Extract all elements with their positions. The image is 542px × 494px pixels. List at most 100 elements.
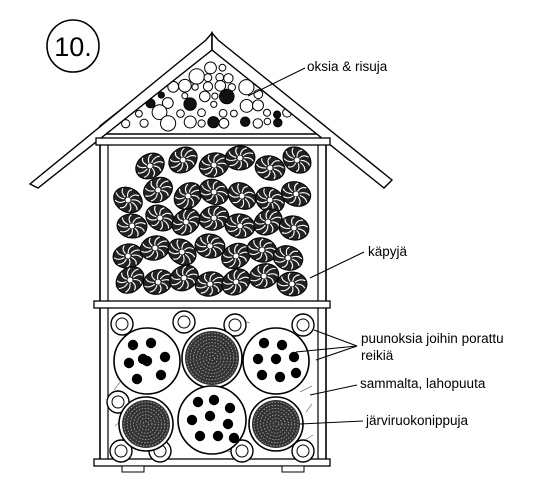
small-log [230,439,254,463]
drilled-hole [256,369,268,381]
twig-end [121,119,131,129]
twig-end [135,109,143,118]
pine-cone [167,238,197,266]
drilled-hole [194,430,206,442]
pine-cone [112,243,144,269]
label-cones: käpyjä [368,244,408,259]
twig-end [181,92,189,100]
drilled-hole [127,339,139,351]
pine-cone [168,146,198,174]
pine-cone [248,263,280,289]
drilled-branch [177,385,247,455]
twig-end [203,73,213,83]
pine-cone [224,213,256,239]
twig-end [240,116,251,127]
pine-cones [112,145,312,297]
pine-cone [115,266,145,294]
twig-end [263,108,271,117]
twig-end [157,91,165,99]
branch-and-reed-section [106,310,315,463]
drilled-hole [252,353,264,365]
pine-cone [173,182,203,210]
pine-cone [139,235,171,261]
twig-end [178,78,192,93]
drilled-branch [242,327,310,395]
pine-cone [254,155,286,181]
small-log [223,313,247,337]
twig-end [210,100,218,108]
label-drilled-branches-2: reikiä [361,348,394,363]
roof [28,31,394,189]
drilled-hole [290,367,302,379]
drilled-hole [228,432,240,444]
step-number-badge: 10. [46,19,100,73]
reed-bundle [248,396,304,452]
twig-end [211,92,219,100]
twig-end [183,115,197,129]
twig-end [218,117,230,129]
small-log [110,312,134,336]
pine-cone [227,182,257,210]
small-log [291,313,315,337]
twig-end [215,72,225,82]
pine-cone [221,268,251,296]
drilled-hole [204,410,216,422]
leader-lines [247,67,365,425]
small-log [291,439,315,463]
drilled-hole [131,373,143,385]
pine-cone [194,271,226,297]
small-log [172,310,196,334]
drilled-hole [145,337,157,349]
twig-end [252,99,264,112]
pine-cone [135,152,165,180]
drilled-hole [270,353,282,365]
drilled-hole [274,371,286,383]
small-log [106,390,130,414]
pine-cone [276,271,308,297]
twig-end [160,115,177,132]
twig-end [218,108,228,118]
drilled-hole [192,396,204,408]
twig-end [219,88,235,105]
label-moss: sammalta, lahopuuta [360,376,486,391]
twig-end [204,61,217,75]
twig-end [239,99,254,113]
pine-cone [198,205,230,231]
drilled-hole [222,418,234,430]
label-twigs: oksia & risuja [307,59,388,74]
twig-end [273,110,282,119]
twig-end [214,80,227,92]
pine-cone [171,208,201,236]
twig-end [207,116,220,129]
twig-end [252,118,263,129]
pine-cone [116,213,148,239]
drilled-hole [258,337,270,349]
twig-end [230,109,238,118]
twig-end [273,118,283,128]
drilled-hole [208,394,220,406]
pine-cone [194,233,226,259]
label-drilled-branches-1: puunoksia joihin porattu [361,331,504,346]
pine-cone [198,152,230,178]
twig-end [238,79,255,96]
twig-end [197,119,206,128]
twig-end [263,117,272,126]
pine-cone [255,186,285,214]
twig-end [183,97,197,111]
pine-cone [224,145,256,171]
step-number: 10. [54,32,92,62]
twig-end [139,118,149,128]
twig-end [199,90,211,103]
drilled-hole [123,357,135,369]
pine-cone [113,186,143,214]
twig-end [161,97,174,109]
drilled-hole [159,351,171,363]
twig-end [223,73,234,84]
reed-bundle [118,396,174,452]
drilled-hole [186,414,198,426]
twig-end [197,108,206,118]
pine-cone [282,146,312,174]
drilled-hole [276,339,288,351]
drilled-branch [113,327,181,395]
